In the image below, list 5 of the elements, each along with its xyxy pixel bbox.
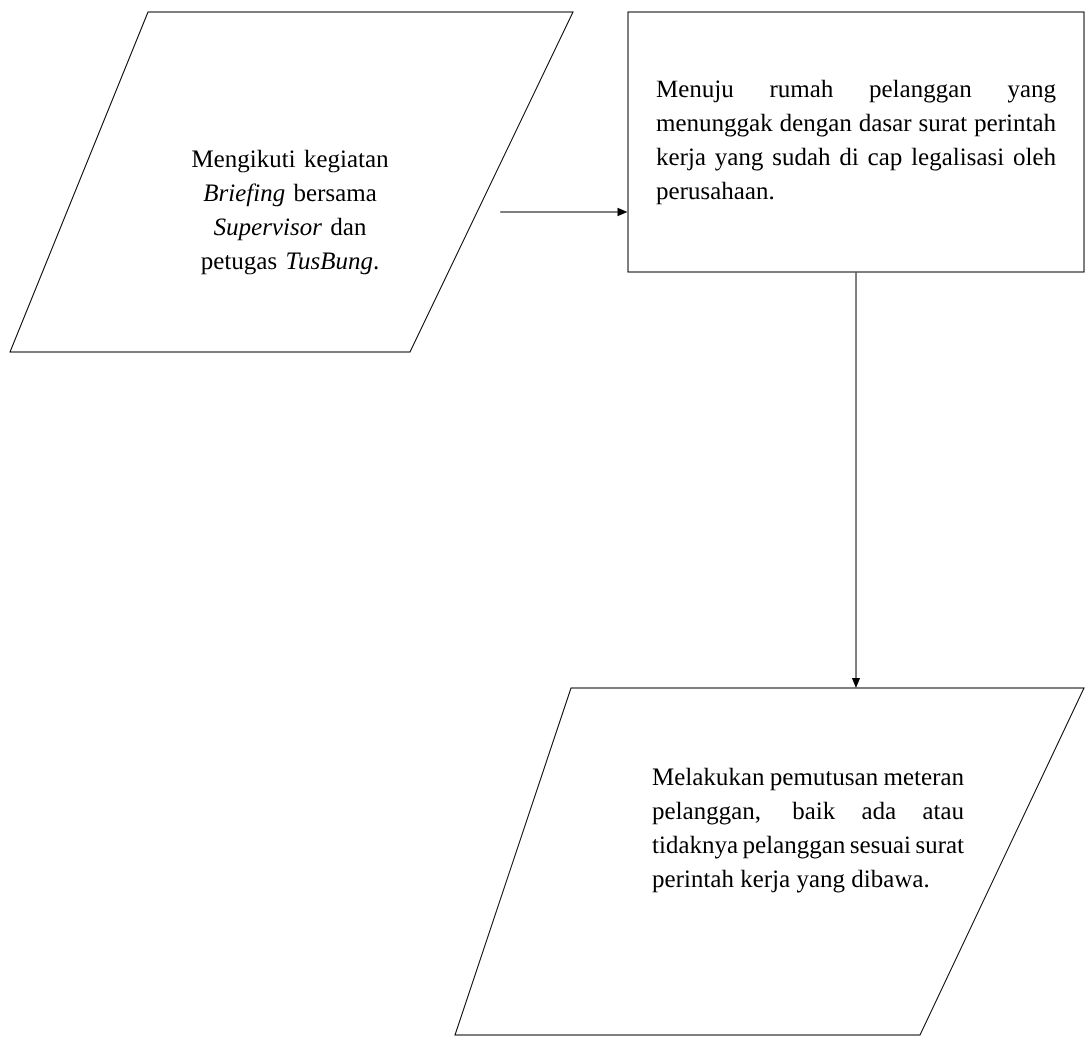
parallelogram-box: Mengikuti kegiatan Briefing bersama Supervisor dan petugas TusBung. [9,11,574,353]
parallelogram-box: Melakukan pemutusan meteran pelanggan, baik ada atau tidaknya pelanggan sesuai surat perintah kerja yang dibawa. [454,687,1085,1036]
process-box: Menuju rumah pelanggan yang menunggak dengan dasar surat perintah kerja yang sudah di cap legalisasi oleh perusahaan. [627,11,1085,273]
arrow [852,272,860,688]
arrow [499,208,627,216]
